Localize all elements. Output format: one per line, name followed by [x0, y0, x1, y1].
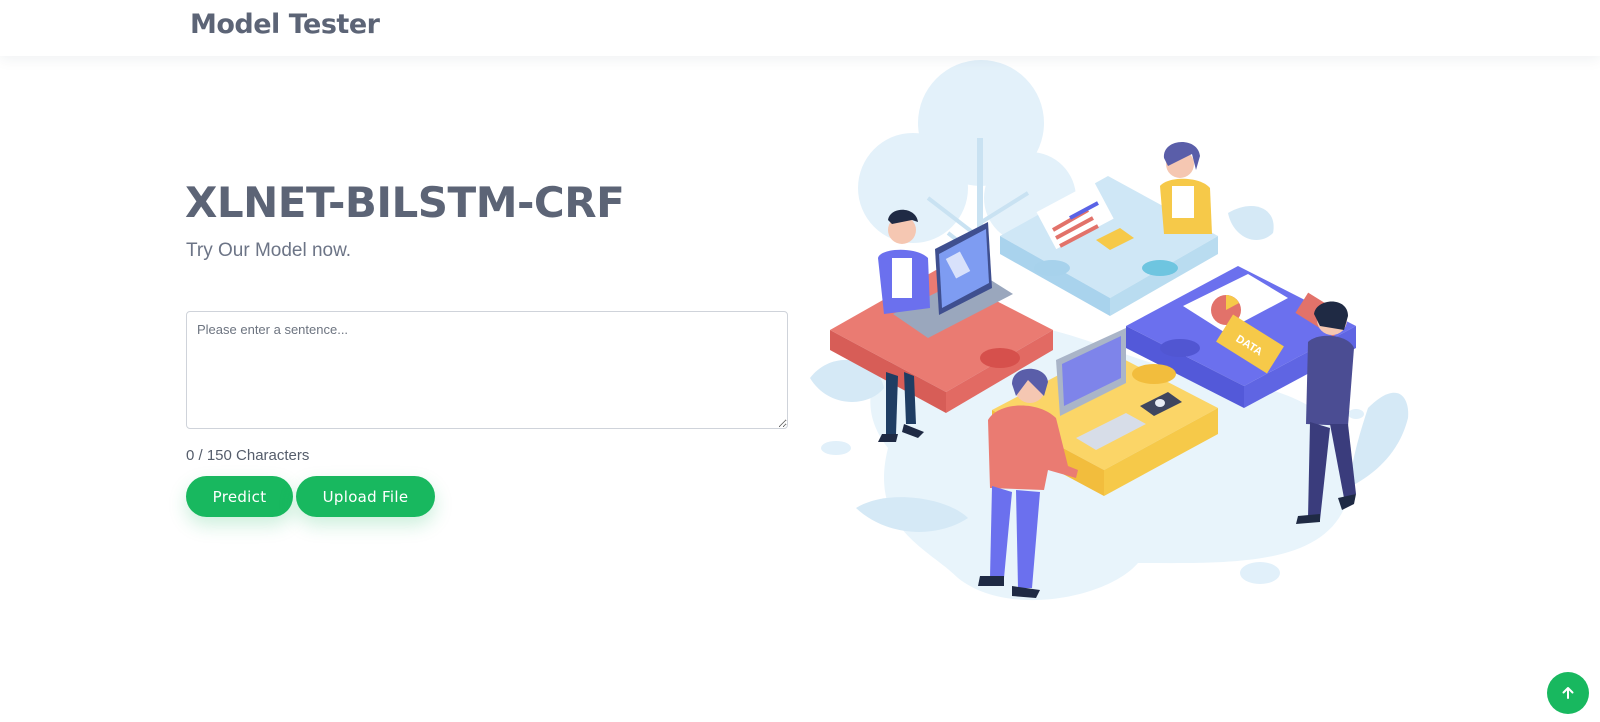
team-puzzle-illustration: DATA [810, 60, 1409, 601]
arrow-up-icon [1562, 687, 1574, 699]
scroll-to-top-button[interactable] [1547, 672, 1589, 714]
character-counter: 0 / 150 Characters [186, 447, 310, 464]
page-subtitle: Try Our Model now. [186, 240, 352, 261]
top-navbar: Model Tester [0, 0, 1600, 56]
predict-button[interactable]: Predict [186, 476, 293, 517]
site-logo[interactable]: Model Tester [190, 9, 380, 40]
upload-file-button[interactable]: Upload File [296, 476, 435, 517]
page-title: XLNET-BILSTM-CRF [185, 178, 625, 227]
sentence-input[interactable] [186, 311, 788, 429]
